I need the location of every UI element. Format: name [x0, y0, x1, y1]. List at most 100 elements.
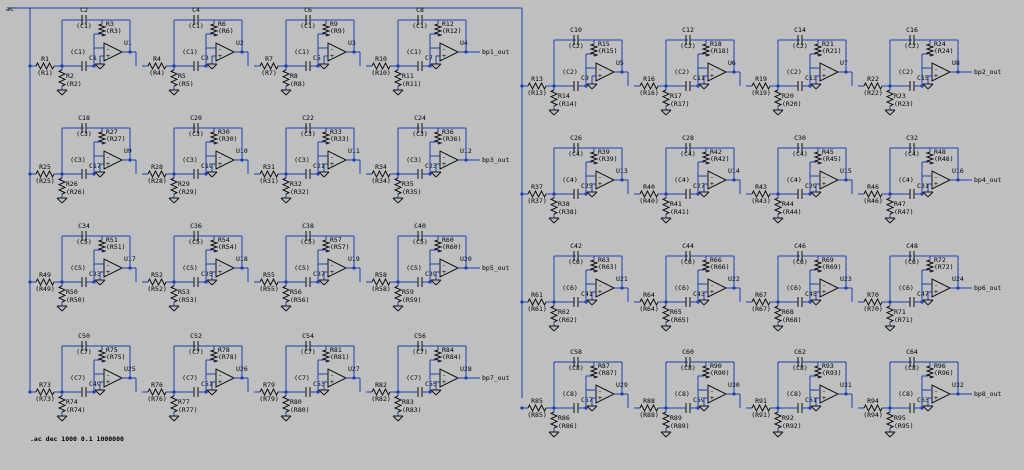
- opamp-pin-label: +: [218, 268, 222, 276]
- ground-symbol: [168, 305, 175, 312]
- resistor-value: (R28): [147, 177, 167, 185]
- opamp-symbol: [103, 150, 124, 170]
- ground-symbol: [61, 415, 68, 422]
- opamp-pin-label: -: [330, 371, 334, 379]
- ground-symbol: [168, 89, 175, 96]
- resistor-label: R66: [710, 256, 722, 264]
- capacitor-label: C12: [682, 26, 694, 34]
- spice-directive[interactable]: .ac dec 1000 0.1 1000000: [30, 435, 124, 443]
- capacitor-value: (C7): [300, 348, 316, 356]
- resistor-value: (R81): [330, 353, 350, 361]
- ground-symbol: [318, 389, 325, 396]
- ground-symbol: [927, 405, 934, 412]
- resistor-label: R16: [643, 75, 655, 83]
- resistor-label: R82: [375, 381, 387, 389]
- resistor-label: R4: [153, 55, 161, 63]
- resistor-symbol: [885, 411, 895, 429]
- filter-stage: R49(R49)R50(R50)C34(C5)C33(C5)-+U17R51(R…: [30, 222, 137, 312]
- ground-symbol: [173, 415, 180, 422]
- ground-symbol: [430, 279, 437, 286]
- ground-symbol: [889, 325, 896, 332]
- capacitor-label: C18: [78, 114, 90, 122]
- opamp-pin-label: +: [218, 378, 222, 386]
- resistor-value: (R31): [259, 177, 279, 185]
- resistor-symbol: [169, 395, 179, 413]
- capacitor-value: (C1): [76, 22, 92, 30]
- resistor-value: (R37): [527, 197, 547, 205]
- resistor-value: (R38): [558, 208, 578, 216]
- opamp-pin-label: -: [330, 153, 334, 161]
- resistor-value: (R29): [178, 188, 198, 196]
- ground-symbol: [772, 325, 779, 332]
- opamp-label: U5: [616, 59, 624, 67]
- capacitor-value: (C8): [904, 364, 920, 372]
- resistor-label: R68: [782, 308, 794, 316]
- capacitor-value: (C3): [300, 130, 316, 138]
- ground-symbol: [586, 405, 593, 412]
- capacitor-value: (C2): [562, 68, 578, 76]
- resistor-label: R59: [402, 288, 414, 296]
- opamp-symbol: [327, 42, 348, 62]
- capacitor-label: C38: [302, 222, 314, 230]
- resistor-label: R49: [39, 271, 51, 279]
- capacitor-label: C47: [917, 290, 929, 298]
- opamp-symbol: [327, 368, 348, 388]
- opamp-pin-label: +: [330, 268, 334, 276]
- opamp-pin-label: -: [442, 261, 446, 269]
- opamp-symbol: [327, 258, 348, 278]
- resistor-symbol: [371, 387, 391, 397]
- opamp-pin-label: -: [218, 45, 222, 53]
- resistor-symbol: [259, 61, 279, 71]
- capacitor-value: (C7): [412, 348, 428, 356]
- resistor-value: (R57): [330, 243, 350, 251]
- opamp-pin-label: +: [330, 52, 334, 60]
- resistor-label: R58: [375, 271, 387, 279]
- resistor-label: R14: [558, 92, 570, 100]
- resistor-label: R86: [558, 414, 570, 422]
- filter-stage: R61(R61)R62(R62)C42(C6)C41(C6)-+U21R63(R…: [522, 242, 629, 332]
- opamp-pin-label: +: [934, 288, 938, 296]
- capacitor-value: (C7): [188, 348, 204, 356]
- ground-symbol: [61, 89, 68, 96]
- resistor-symbol: [885, 305, 895, 323]
- opamp-pin-label: +: [218, 160, 222, 168]
- opamp-symbol: [595, 384, 616, 404]
- ground-symbol: [323, 171, 330, 178]
- opamp-symbol: [215, 42, 236, 62]
- net-label-output: bp8_out: [974, 390, 1001, 398]
- opamp-pin-label: -: [822, 65, 826, 73]
- opamp-pin-label: +: [822, 394, 826, 402]
- capacitor-value: (C5): [300, 238, 316, 246]
- resistor-symbol: [393, 69, 403, 87]
- resistor-value: (R25): [35, 177, 55, 185]
- filter-bank-bp5_out: R49(R49)R50(R50)C34(C5)C33(C5)-+U17R51(R…: [30, 222, 509, 312]
- resistor-label: R31: [263, 163, 275, 171]
- ground-symbol: [211, 171, 218, 178]
- resistor-label: R26: [66, 180, 78, 188]
- opamp-symbol: [103, 258, 124, 278]
- resistor-label: R6: [218, 20, 226, 28]
- resistor-label: R67: [755, 291, 767, 299]
- opamp-label: U7: [840, 59, 848, 67]
- resistor-value: (R79): [259, 395, 279, 403]
- resistor-symbol: [371, 277, 391, 287]
- ground-symbol: [392, 305, 399, 312]
- capacitor-value: (C6): [680, 258, 696, 266]
- resistor-value: (R78): [218, 353, 238, 361]
- capacitor-value: (C2): [904, 42, 920, 50]
- resistor-label: R19: [755, 75, 767, 83]
- filter-stage: R22(R22)R23(R23)C16(C2)C15(C2)-+U8R24(R2…: [858, 26, 1001, 116]
- resistor-value: (R46): [863, 197, 883, 205]
- resistor-symbol: [169, 285, 179, 303]
- opamp-symbol: [215, 368, 236, 388]
- resistor-value: (R36): [442, 135, 462, 143]
- resistor-symbol: [639, 81, 659, 91]
- opamp-pin-label: +: [822, 288, 826, 296]
- ground-symbol: [435, 171, 442, 178]
- resistor-label: R41: [670, 200, 682, 208]
- opamp-pin-label: -: [822, 173, 826, 181]
- resistor-label: R2: [66, 72, 74, 80]
